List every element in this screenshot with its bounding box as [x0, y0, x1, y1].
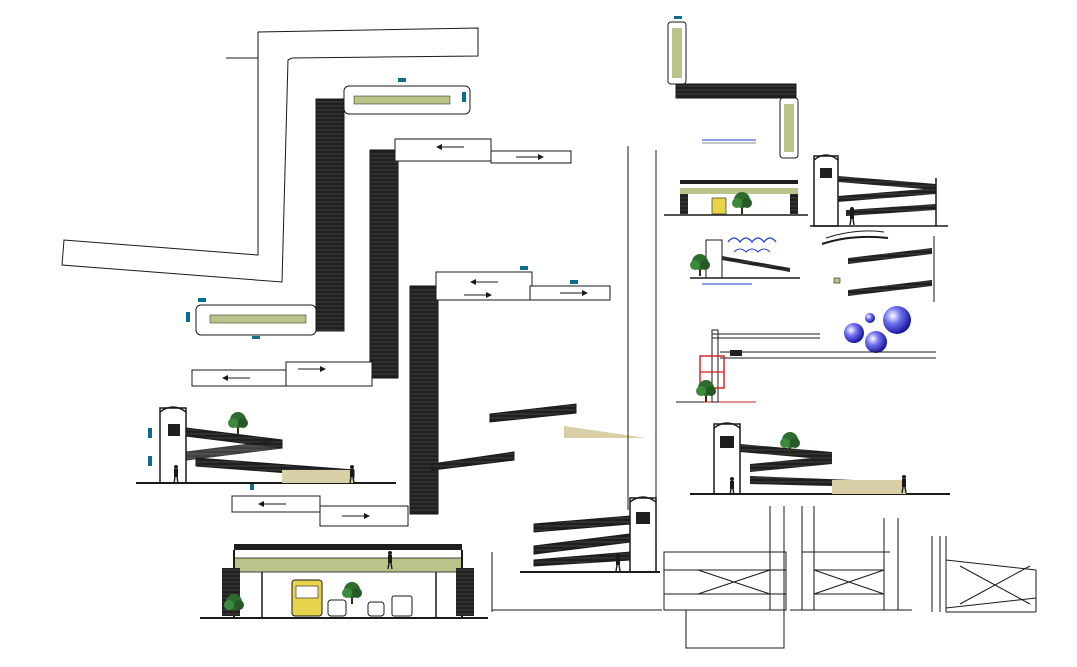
- sphere-icon: [844, 306, 911, 353]
- ramp-detail: [821, 230, 935, 302]
- ramp-elevation-small: [689, 237, 800, 285]
- truss-elevation: [663, 506, 1037, 649]
- road-outline: [61, 27, 479, 283]
- ramp-fragments: [431, 403, 646, 471]
- bridge-plan: [186, 78, 611, 527]
- bridge-elevation: [200, 544, 488, 619]
- ramp-elevation-right-top: [810, 154, 948, 227]
- car-icon: [327, 595, 413, 617]
- bridge-elevation-small: [664, 180, 808, 216]
- ramp-elevation-left: [136, 406, 396, 490]
- section-detail: [676, 329, 936, 403]
- ramp-elevation-center: [520, 496, 660, 573]
- bus-icon: [291, 579, 323, 617]
- bridge-plan-small: [667, 16, 799, 159]
- ramp-elevation-right-bottom: [690, 422, 950, 496]
